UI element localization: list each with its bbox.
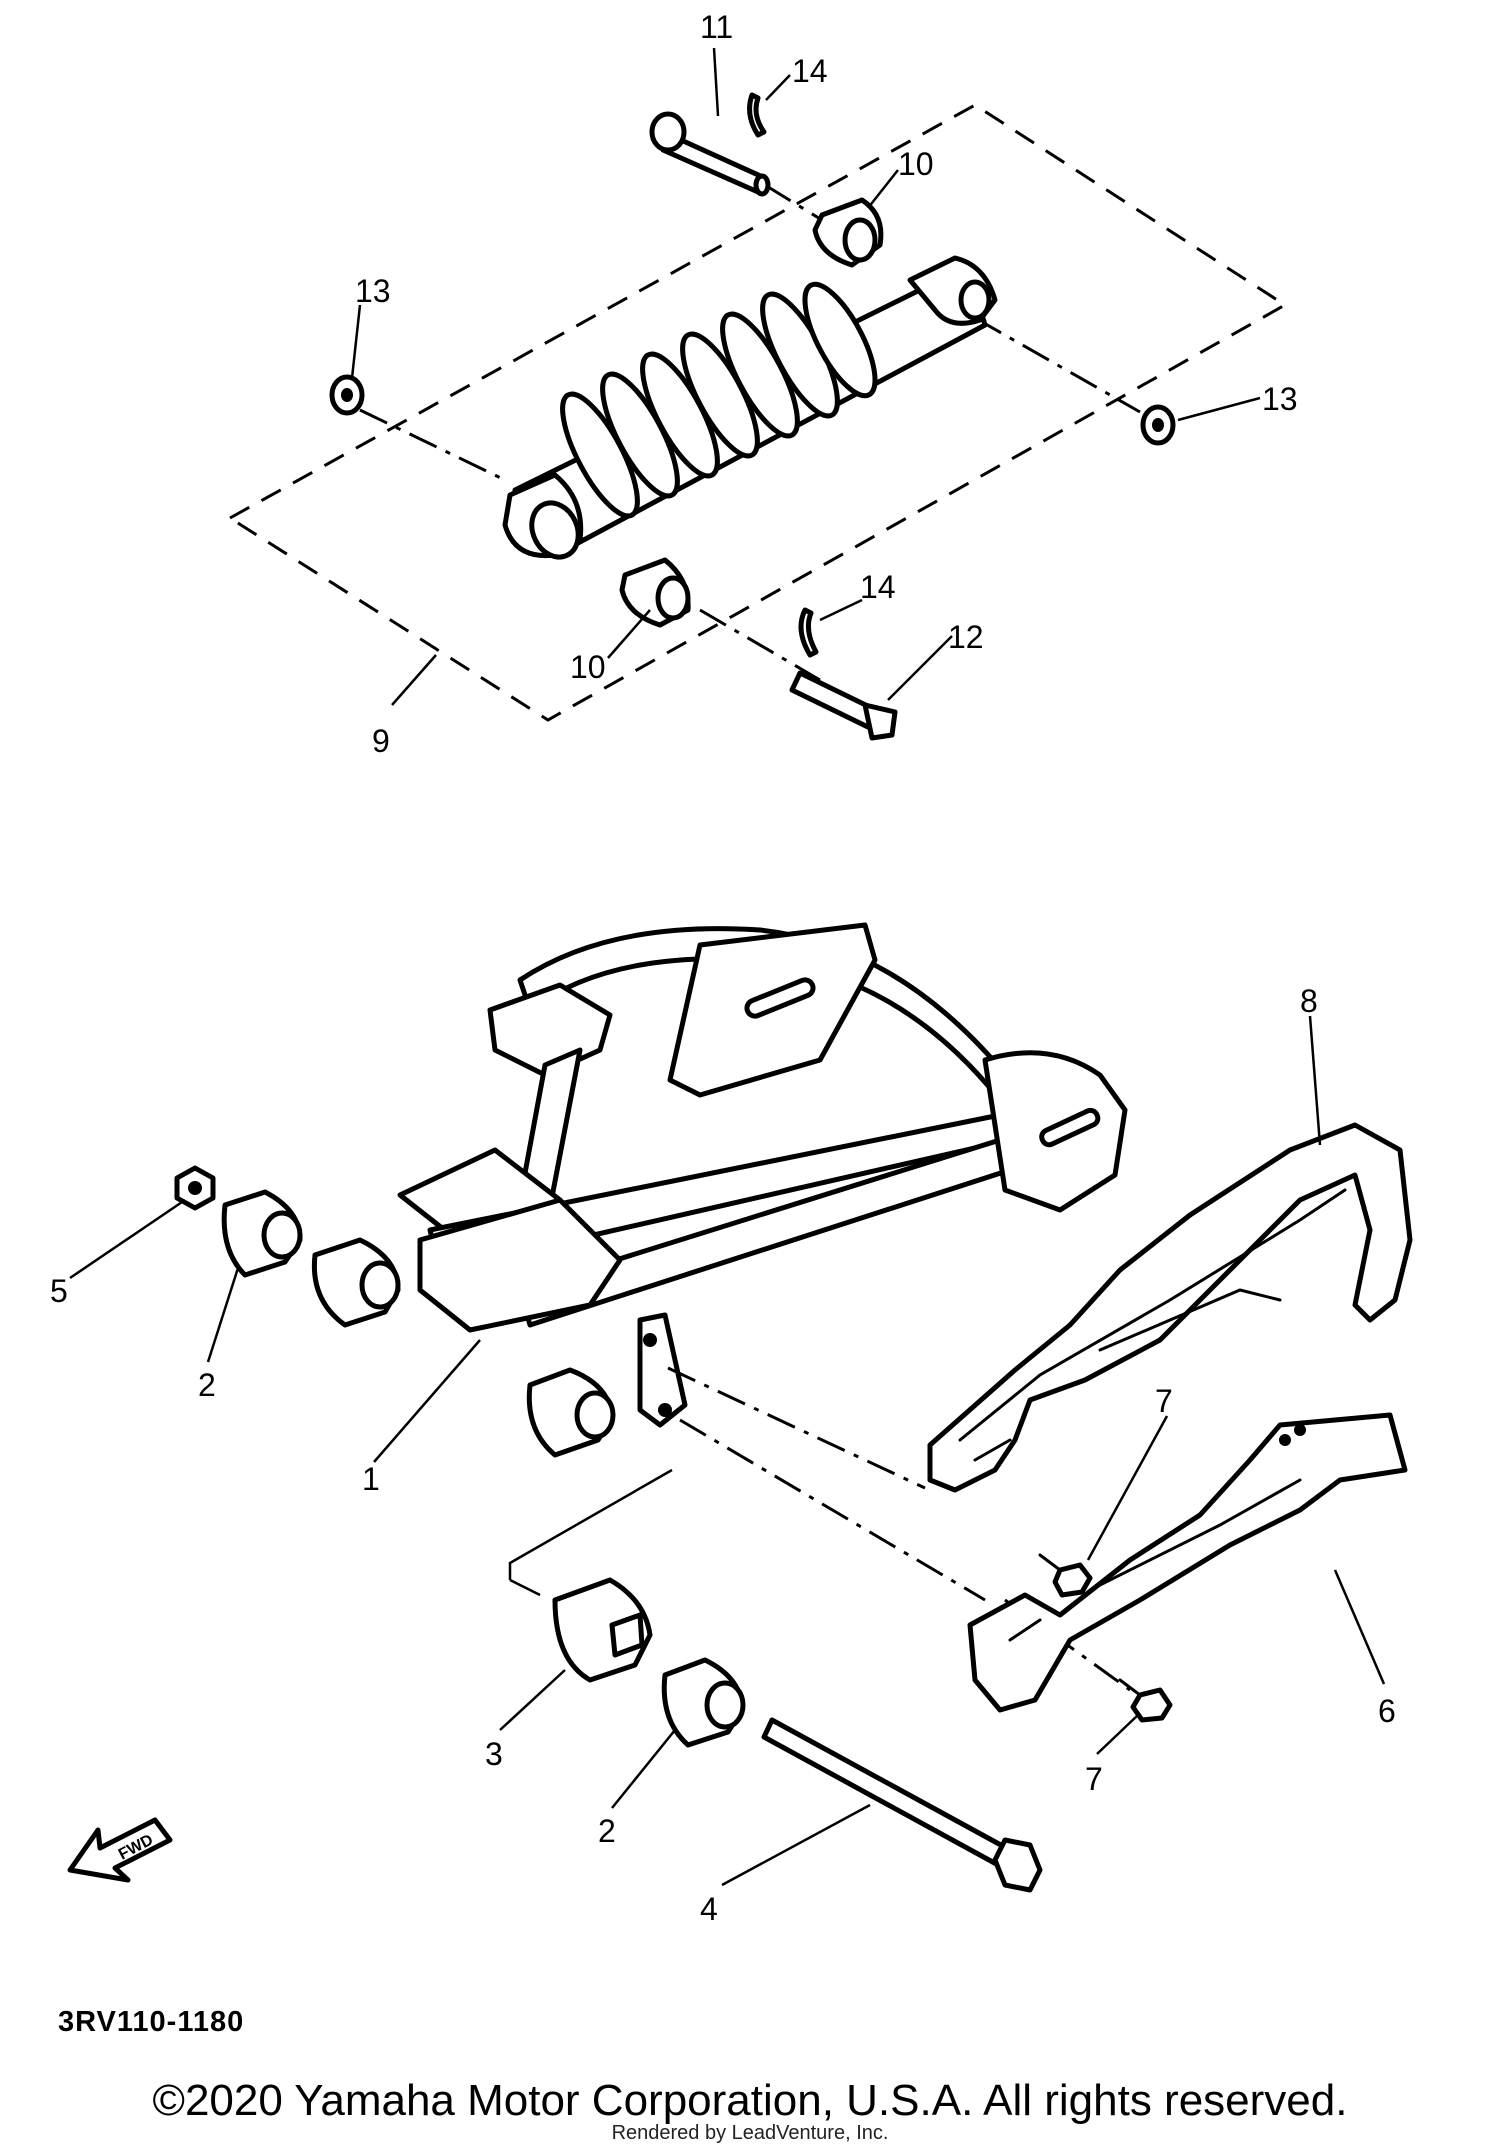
callout-2-upper: 2 (198, 1367, 216, 1403)
render-credit: Rendered by LeadVenture, Inc. (611, 2122, 889, 2144)
callout-10-lower: 10 (570, 649, 606, 685)
figure-code: 3RV110-1180 (58, 2006, 245, 2038)
chain-guard (967, 1412, 1408, 1713)
pivot-group-bracket (508, 1468, 673, 1580)
bushing-upper (812, 197, 884, 268)
callout-3: 3 (485, 1736, 503, 1772)
swing-arm-group: FWD (67, 922, 1413, 1893)
callout-2-lower: 2 (598, 1813, 616, 1849)
callout-11: 11 (700, 9, 733, 45)
lower-bolt (789, 670, 898, 741)
pivot-bushing-right (526, 1367, 616, 1458)
callout-1: 1 (362, 1461, 380, 1497)
washer-left (329, 374, 365, 416)
leader-lines (69, 47, 1386, 1887)
chain-guard-screw (1118, 1678, 1173, 1723)
upper-bolt (649, 111, 771, 197)
pivot-shaft (761, 1717, 1043, 1893)
callout-7-upper: 7 (1155, 1383, 1173, 1419)
copyright-notice: ©2020 Yamaha Motor Corporation, U.S.A. A… (152, 2076, 1348, 2125)
callout-8: 8 (1300, 983, 1318, 1019)
callout-14-lower: 14 (860, 569, 896, 605)
pivot-nut (174, 1165, 216, 1211)
callout-numbers: 11 14 10 13 13 14 12 10 9 8 5 2 1 7 6 3 … (50, 9, 1396, 1927)
pivot-bushing-lower (661, 1657, 746, 1748)
chain-case-screw (1038, 1553, 1093, 1598)
washer-right (1140, 404, 1176, 446)
bushing-lower (619, 557, 691, 628)
forward-arrow-icon: FWD (67, 1817, 173, 1883)
callout-6: 6 (1378, 1693, 1396, 1729)
pivot-collar (311, 1237, 401, 1328)
callout-13-left: 13 (355, 273, 391, 309)
pivot-bushing-upper (221, 1189, 303, 1278)
chain-case (927, 1122, 1413, 1493)
cotter-pin-upper (747, 92, 767, 138)
shock-assembly-group (227, 92, 1288, 741)
cotter-pin-lower (798, 607, 819, 658)
callout-5: 5 (50, 1273, 68, 1309)
rear-arm (397, 922, 1128, 1428)
callout-7-lower: 7 (1085, 1761, 1103, 1797)
callout-9: 9 (372, 723, 390, 759)
callout-4: 4 (700, 1891, 718, 1927)
callout-12: 12 (948, 619, 984, 655)
callout-10-upper: 10 (898, 146, 934, 182)
callout-13-right: 13 (1262, 381, 1298, 417)
callout-14-upper: 14 (792, 53, 828, 89)
rear-shock-absorber (502, 255, 998, 560)
spacer-bushing (552, 1577, 653, 1683)
